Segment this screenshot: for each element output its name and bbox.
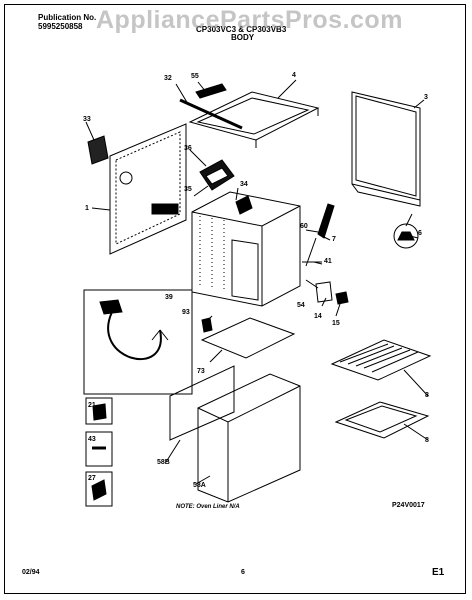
drawing-code: P24V0017 [392,502,425,509]
part-54-knob [315,281,333,303]
watermark: AppliancePartsPros.com [96,6,403,34]
callout-15: 15 [332,320,340,327]
part-1-back-panel [109,123,187,255]
publication-number: 5995250858 [38,22,83,31]
part-34-bracket [235,195,253,215]
part-33-switch [87,135,109,165]
callout-1: 1 [85,205,89,212]
part-8-rack [330,339,432,381]
part-73-bottom [200,317,296,359]
part-21-box [85,397,113,425]
part-93-clip [201,317,213,333]
part-6-foot-circle [393,223,419,249]
callout-41: 41 [324,258,332,265]
diagram-frame [4,4,466,594]
callout-55: 55 [191,73,199,80]
section-title: BODY [231,33,255,42]
callout-54: 54 [297,302,305,309]
callout-36: 36 [184,145,192,152]
callout-39: 39 [165,294,173,301]
part-4-top-frame [188,91,320,141]
callout-58b: 58B [157,459,170,466]
part-3-side-panel [351,91,421,201]
callout-73: 73 [197,368,205,375]
footer-section-code: E1 [432,567,445,578]
callout-60: 60 [300,223,308,230]
publication-label: Publication No. [38,13,97,22]
callout-43: 43 [88,436,96,443]
callout-35: 35 [184,186,192,193]
callout-58a: 58A [193,482,206,489]
part-43-box [85,431,113,467]
callout-7: 7 [332,236,336,243]
part-15-part [335,291,349,305]
callout-8-rack: 8 [425,392,429,399]
footer-page: 6 [241,569,245,576]
callout-34: 34 [240,181,248,188]
callout-4: 4 [292,72,296,79]
footer-date: 02/94 [22,569,40,576]
callout-14: 14 [314,313,322,320]
part-32-strip [179,98,243,130]
part-58a-liner [197,373,301,503]
part-27-box [85,471,113,507]
part-39-cord-box [83,289,193,395]
part-55-bar [195,83,227,99]
callout-93: 93 [182,309,190,316]
callout-27: 27 [88,475,96,482]
callout-33: 33 [83,116,91,123]
part-8-pan [334,401,430,439]
part-60-hinge [317,203,335,239]
part-58b-panel [169,365,235,441]
model-numbers: CP303VC3 & CP303VB3 [196,25,287,34]
callout-21: 21 [88,402,96,409]
callout-3: 3 [424,94,428,101]
oven-liner-note: NOTE: Oven Liner N/A [176,504,240,510]
callout-6: 6 [418,230,422,237]
callout-8-pan: 8 [425,437,429,444]
callout-32: 32 [164,75,172,82]
